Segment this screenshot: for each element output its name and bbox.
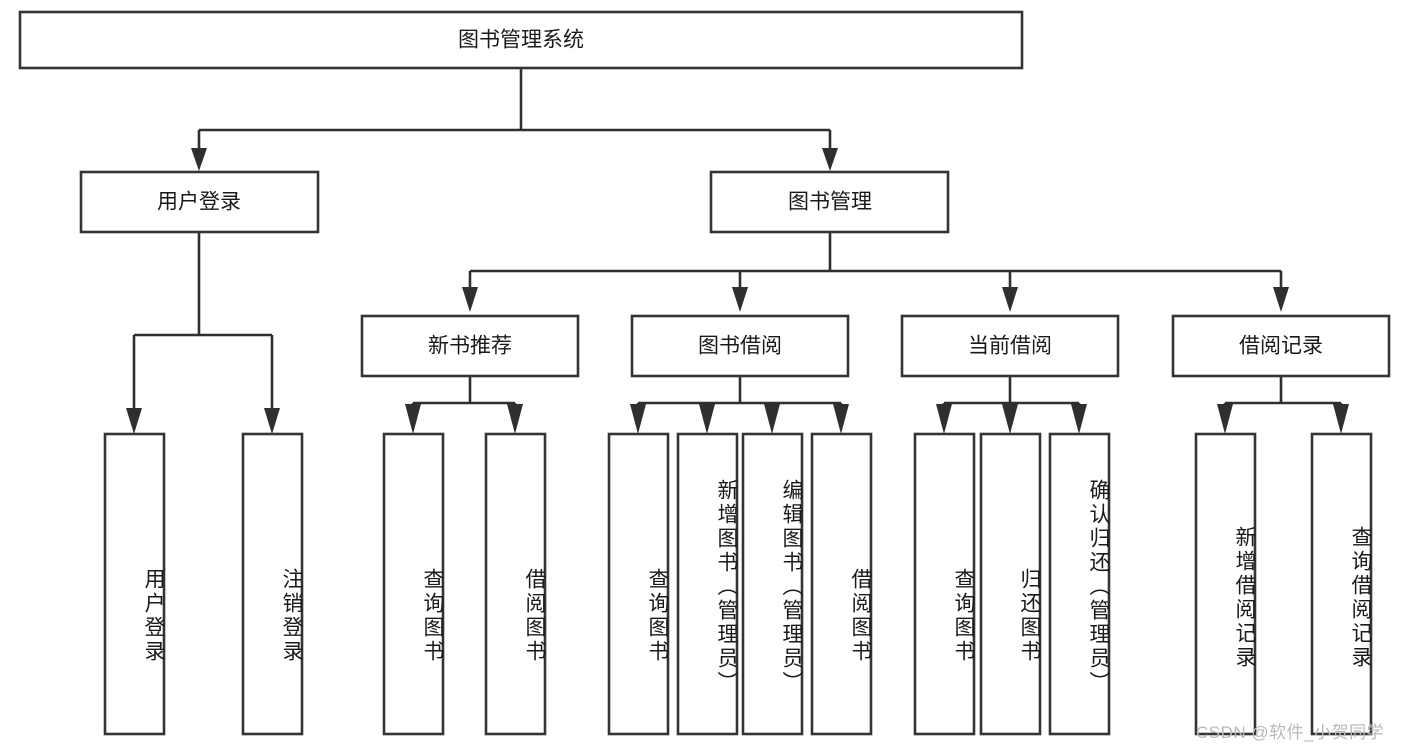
arrow-head-icon xyxy=(462,287,478,312)
arrow-head-icon xyxy=(1002,287,1018,312)
node-label-current-borrow: 当前借阅 xyxy=(968,335,1052,358)
arrow-head-icon xyxy=(833,404,849,434)
node-box-book-management[interactable] xyxy=(709,170,950,234)
arrow-head-icon xyxy=(732,287,748,312)
node-box-user-login[interactable] xyxy=(79,170,320,234)
node-box-leaf-borrow-book-b[interactable] xyxy=(810,432,873,736)
arrow-head-icon xyxy=(507,404,523,434)
node-label-user-login: 用户登录 xyxy=(157,191,241,214)
watermark-text: CSDN @软件_小贺同学 xyxy=(1196,723,1385,742)
node-label-borrow-record: 借阅记录 xyxy=(1239,335,1323,358)
arrow-head-icon xyxy=(264,408,280,434)
arrow-head-icon xyxy=(1273,287,1289,312)
arrow-head-icon xyxy=(822,148,838,171)
arrow-head-icon xyxy=(1333,404,1349,434)
node-layer: 图书管理系统 用户登录 图书管理 新书推荐 图书借阅 当前借阅 借阅记录 xyxy=(18,10,1391,736)
arrow-head-icon xyxy=(699,404,715,434)
node-label-new-book-recommend: 新书推荐 xyxy=(428,335,512,358)
node-box-leaf-user-login[interactable] xyxy=(103,432,166,736)
node-label-book-borrow: 图书借阅 xyxy=(698,335,782,358)
node-box-current-borrow[interactable] xyxy=(900,314,1120,378)
node-box-leaf-return-book[interactable] xyxy=(979,432,1042,736)
node-box-leaf-borrow-book-a[interactable] xyxy=(484,432,547,736)
node-box-leaf-query-book-a[interactable] xyxy=(382,432,445,736)
node-box-leaf-logout[interactable] xyxy=(241,432,304,736)
node-box-book-borrow[interactable] xyxy=(630,314,850,378)
arrow-head-icon xyxy=(126,408,142,434)
arrow-head-icon xyxy=(764,404,780,434)
node-box-leaf-query-record[interactable] xyxy=(1310,432,1373,736)
node-box-leaf-query-book-c[interactable] xyxy=(913,432,976,736)
node-box-leaf-add-record[interactable] xyxy=(1194,432,1257,736)
node-box-leaf-confirm-return[interactable] xyxy=(1048,432,1111,736)
arrow-head-icon xyxy=(936,404,952,434)
node-box-root[interactable] xyxy=(18,10,1024,70)
node-label-root: 图书管理系统 xyxy=(458,29,584,52)
connector-layer xyxy=(126,68,1349,434)
arrow-head-icon xyxy=(191,148,207,171)
arrow-head-icon xyxy=(1002,404,1018,434)
node-box-borrow-record[interactable] xyxy=(1171,314,1391,378)
node-label-book-management: 图书管理 xyxy=(788,191,872,214)
node-box-leaf-query-book-b[interactable] xyxy=(607,432,670,736)
arrow-head-icon xyxy=(405,404,421,434)
node-box-leaf-add-book[interactable] xyxy=(676,432,739,736)
arrow-head-icon xyxy=(1071,404,1087,434)
node-box-new-book-recommend[interactable] xyxy=(360,314,580,378)
arrow-head-icon xyxy=(630,404,646,434)
arrow-head-icon xyxy=(1217,404,1233,434)
node-box-leaf-edit-book[interactable] xyxy=(741,432,804,736)
